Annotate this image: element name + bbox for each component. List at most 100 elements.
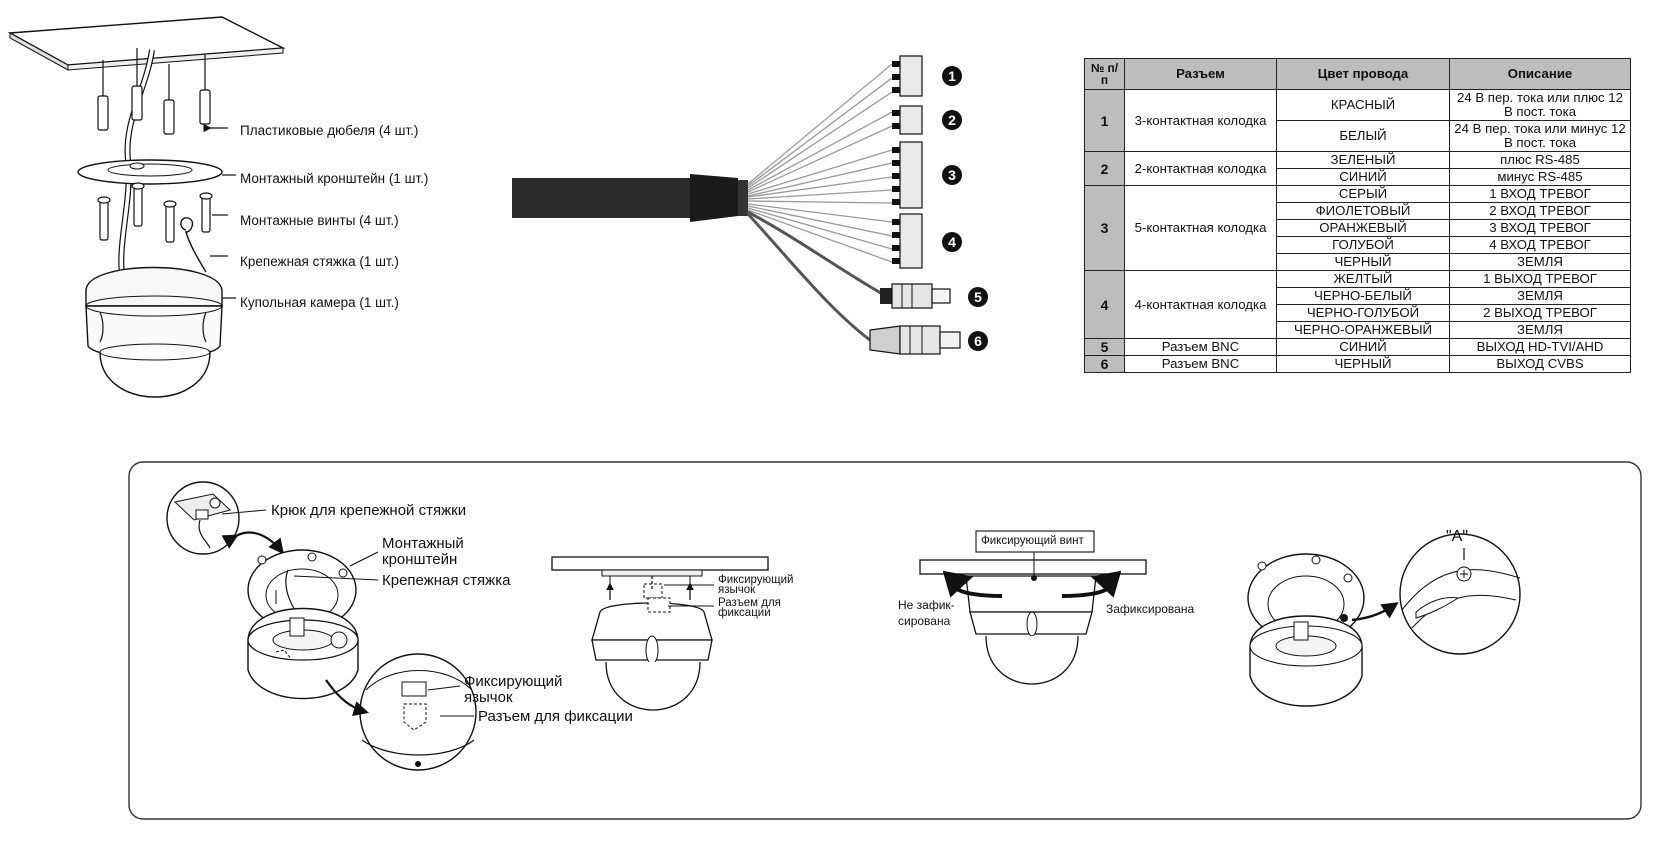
label-detail-a: "A" xyxy=(1446,528,1469,545)
label-side-tab-line1: Фиксирующий xyxy=(718,574,794,586)
group-number: 1 xyxy=(1084,89,1125,152)
wire-description: 24 В пер. тока или минус 12 В пост. тока xyxy=(1449,120,1631,152)
step-3-rotate-lock xyxy=(919,530,1147,685)
group-number: 5 xyxy=(1084,338,1125,356)
table-row: 2 2-контактная колодка ЗЕЛЕНЫЙ плюс RS-4… xyxy=(1084,151,1631,186)
header-description: Описание xyxy=(1449,58,1631,90)
installation-steps-panel xyxy=(128,461,1642,820)
table-row: БЕЛЫЙ 24 В пер. тока или минус 12 В пост… xyxy=(1085,120,1631,152)
wire-description: 4 ВХОД ТРЕВОГ xyxy=(1449,236,1631,254)
label-unlocked-line2: сирована xyxy=(898,614,951,628)
label-locked: Зафиксирована xyxy=(1106,602,1195,616)
table-row: ГОЛУБОЙ 4 ВХОД ТРЕВОГ xyxy=(1085,236,1631,254)
table-row: 1 3-контактная колодка КРАСНЫЙ 24 В пер.… xyxy=(1084,89,1631,152)
group-number: 2 xyxy=(1084,151,1125,186)
marker-3: 3 xyxy=(948,167,956,183)
wire-color: ЧЕРНЫЙ xyxy=(1276,253,1450,271)
wire-description: ЗЕМЛЯ xyxy=(1449,321,1631,339)
rotate-right-arrow xyxy=(1061,570,1122,598)
label-fixing-screw: Фиксирующий винт xyxy=(981,535,1084,547)
wire-color: ЧЕРНО-БЕЛЫЙ xyxy=(1276,287,1450,305)
wire-description: 24 В пер. тока или плюс 12 В пост. тока xyxy=(1449,89,1631,121)
wire-color: ЗЕЛЕНЫЙ xyxy=(1276,151,1450,169)
wire-color: БЕЛЫЙ xyxy=(1276,120,1450,152)
exploded-mounting-view xyxy=(7,16,286,398)
connector-markers xyxy=(942,66,988,351)
wire-color: КРАСНЫЙ xyxy=(1276,89,1450,121)
wire-color: ЧЕРНЫЙ xyxy=(1276,355,1450,373)
terminal-block-4 xyxy=(892,213,923,269)
main-cable xyxy=(512,178,692,218)
wires xyxy=(747,63,893,263)
table-row: 5 Разъем BNC СИНИЙ ВЫХОД HD-TVI/AHD xyxy=(1084,338,1631,356)
marker-5: 5 xyxy=(974,289,982,305)
label-mounting-bracket: Монтажный кронштейн (1 шт.) xyxy=(240,171,429,186)
table-row: 3 5-контактная колодка СЕРЫЙ 1 ВХОД ТРЕВ… xyxy=(1084,185,1631,271)
marker-2: 2 xyxy=(948,112,956,128)
bnc-connector-5 xyxy=(880,283,951,309)
dome-camera xyxy=(85,266,223,398)
wire-color: СИНИЙ xyxy=(1276,338,1450,356)
label-bracket-line2: кронштейн xyxy=(382,551,458,568)
wiring-table: № п/п Разъем Цвет провода Описание 1 3-к… xyxy=(1084,58,1631,373)
step-2-side-view xyxy=(551,556,769,711)
label-tie-hook: Крюк для крепежной стяжки xyxy=(271,502,467,519)
wire-description: 1 ВЫХОД ТРЕВОГ xyxy=(1449,270,1631,288)
label-unlocked-line1: Не зафик- xyxy=(898,598,955,612)
mounting-screws xyxy=(97,182,213,243)
group-connector: 5-контактная колодка xyxy=(1124,185,1277,271)
wire-description: 1 ВХОД ТРЕВОГ xyxy=(1449,185,1631,203)
group-number: 6 xyxy=(1084,355,1125,373)
label-side-tab-line2: язычок xyxy=(718,584,756,596)
wire-color: ЧЕРНО-ОРАНЖЕВЫЙ xyxy=(1276,321,1450,339)
rotate-left-arrow xyxy=(942,570,1003,598)
label-side-slot-line1: Разъем для xyxy=(718,597,781,609)
wire-color: СЕРЫЙ xyxy=(1276,185,1450,203)
detail-a-inset xyxy=(1399,533,1521,655)
step-4-fix-screw xyxy=(1247,533,1521,707)
wire-color: ОРАНЖЕВЫЙ xyxy=(1276,219,1450,237)
label-mounting-screws: Монтажные винты (4 шт.) xyxy=(240,213,399,228)
label-safety-tie: Крепежная стяжка (1 шт.) xyxy=(240,254,399,269)
wire-description: минус RS-485 xyxy=(1449,168,1631,186)
safety-tie xyxy=(180,217,207,273)
step-1-attach-tie xyxy=(166,481,477,771)
wire-description: ЗЕМЛЯ xyxy=(1449,287,1631,305)
wire-description: 2 ВЫХОД ТРЕВОГ xyxy=(1449,304,1631,322)
header-number: № п/п xyxy=(1084,58,1125,90)
table-row: 4 4-контактная колодка ЖЕЛТЫЙ 1 ВЫХОД ТР… xyxy=(1084,270,1631,339)
bnc-connector-6 xyxy=(869,325,961,355)
marker-1: 1 xyxy=(948,68,956,84)
wire-description: 3 ВХОД ТРЕВОГ xyxy=(1449,219,1631,237)
terminal-block-2 xyxy=(892,105,923,135)
wire-color: ЧЕРНО-ГОЛУБОЙ xyxy=(1276,304,1450,322)
marker-6: 6 xyxy=(974,333,982,349)
header-wire-color: Цвет провода xyxy=(1276,58,1450,90)
group-number: 3 xyxy=(1084,185,1125,271)
label-install-tie: Крепежная стяжка xyxy=(382,572,511,589)
group-connector: Разъем BNC xyxy=(1124,338,1277,356)
terminal-block-3 xyxy=(892,141,923,209)
marker-4: 4 xyxy=(948,234,956,250)
label-locking-tab-line2: язычок xyxy=(464,689,513,706)
cable-harness xyxy=(512,55,988,355)
wire-color: СИНИЙ xyxy=(1276,168,1450,186)
wire-description: ВЫХОД HD-TVI/AHD xyxy=(1449,338,1631,356)
table-row: ЧЕРНО-ОРАНЖЕВЫЙ ЗЕМЛЯ xyxy=(1085,321,1631,339)
label-locking-slot: Разъем для фиксации xyxy=(478,708,633,725)
label-side-slot-line2: фиксации xyxy=(718,607,771,619)
group-connector: 3-контактная колодка xyxy=(1124,89,1277,152)
label-plastic-plugs: Пластиковые дюбеля (4 шт.) xyxy=(240,123,419,138)
label-dome-camera: Купольная камера (1 шт.) xyxy=(240,295,399,310)
wire-description: плюс RS-485 xyxy=(1449,151,1631,169)
group-number: 4 xyxy=(1084,270,1125,339)
group-connector: 4-контактная колодка xyxy=(1124,270,1277,339)
wire-color: ГОЛУБОЙ xyxy=(1276,236,1450,254)
wire-description: ВЫХОД CVBS xyxy=(1449,355,1631,373)
label-bracket-line1: Монтажный xyxy=(382,535,464,552)
label-locking-tab-line1: Фиксирующий xyxy=(464,673,563,690)
wire-description: ЗЕМЛЯ xyxy=(1449,253,1631,271)
table-row: 6 Разъем BNC ЧЕРНЫЙ ВЫХОД CVBS xyxy=(1084,355,1631,373)
table-row: ЧЕРНО-БЕЛЫЙ ЗЕМЛЯ xyxy=(1085,287,1631,305)
